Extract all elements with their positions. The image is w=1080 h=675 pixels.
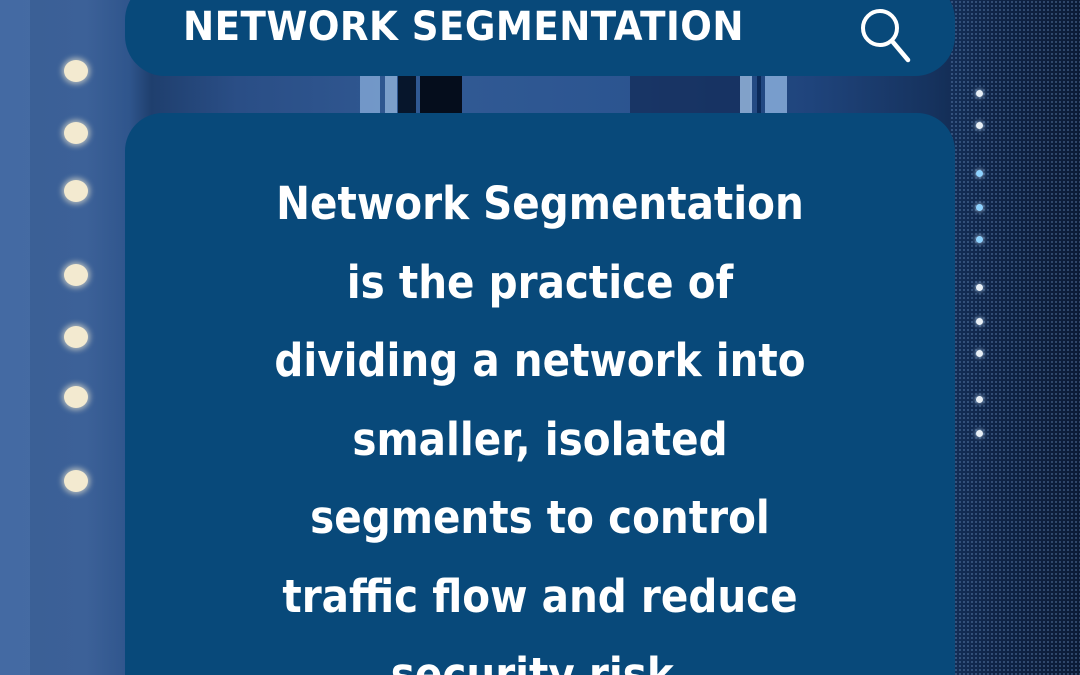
background-rack-stripe	[385, 70, 397, 120]
background-rack-stripe	[0, 0, 30, 675]
definition-line: dividing a network into	[274, 334, 806, 387]
server-led-icon	[976, 204, 983, 211]
server-led-icon	[976, 122, 983, 129]
definition-panel: Network Segmentation is the practice of …	[125, 113, 955, 675]
definition-line: traffic flow and reduce	[282, 569, 798, 623]
definition-line: Network Segmentation	[276, 177, 804, 230]
background-rack-stripe	[765, 70, 787, 120]
server-led-icon	[976, 350, 983, 357]
server-led-icon	[976, 236, 983, 243]
server-led-icon	[64, 470, 88, 492]
server-led-icon	[64, 122, 88, 144]
background-rack-stripe	[757, 70, 761, 120]
definition-line: security risk.	[390, 648, 690, 675]
background-rack-stripe	[360, 70, 380, 120]
definition-line: smaller, isolated	[352, 412, 728, 466]
background-rack-stripe	[740, 70, 752, 120]
server-led-icon	[64, 60, 88, 82]
server-led-icon	[64, 326, 88, 348]
server-led-icon	[64, 264, 88, 286]
server-led-icon	[976, 284, 983, 291]
server-led-icon	[976, 396, 983, 403]
background-rack-stripe	[420, 70, 462, 120]
server-led-icon	[976, 430, 983, 437]
search-icon[interactable]	[858, 6, 914, 64]
background-rack-stripe	[398, 70, 416, 120]
server-led-icon	[64, 180, 88, 202]
definition-line: is the practice of	[346, 255, 734, 309]
definition-line: segments to control	[310, 491, 770, 544]
search-bar[interactable]: NETWORK SEGMENTATION	[125, 0, 955, 76]
page-title: NETWORK SEGMENTATION	[183, 4, 744, 50]
background-server-mesh	[950, 0, 1080, 675]
server-led-icon	[976, 170, 983, 177]
background-rack-stripe	[630, 70, 750, 120]
server-led-icon	[976, 90, 983, 97]
server-led-icon	[976, 318, 983, 325]
server-led-icon	[64, 386, 88, 408]
